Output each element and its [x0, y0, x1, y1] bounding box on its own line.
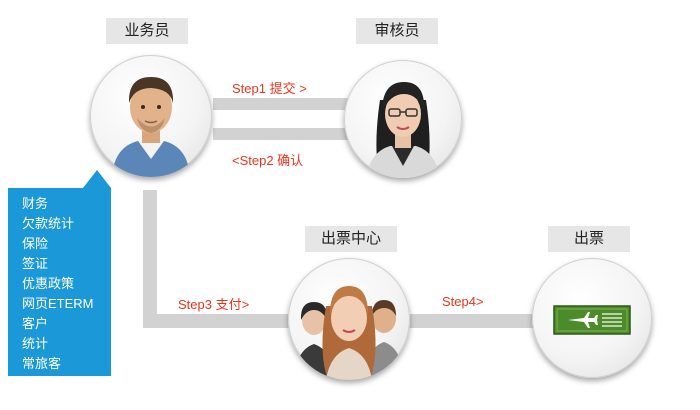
menu-bubble-tail: [83, 170, 111, 188]
feature-menu: 财务 欠款统计 保险 签证 优惠政策 网页ETERM 客户 统计 常旅客: [8, 188, 111, 376]
menu-item-visa[interactable]: 签证: [22, 256, 49, 271]
menu-item-statistics[interactable]: 统计: [22, 336, 49, 351]
menu-item-frequent-flyer[interactable]: 常旅客: [22, 356, 62, 371]
auditor-avatar: [344, 60, 462, 178]
connector-down: [143, 190, 157, 328]
label-salesperson: 业务员: [106, 18, 188, 44]
ticket-center-avatar: [288, 258, 410, 380]
label-ticket-center: 出票中心: [305, 226, 397, 252]
group-people-icon: [294, 286, 404, 380]
menu-item-arrears-stats[interactable]: 欠款统计: [22, 216, 75, 231]
step3-label: Step3 支付>: [178, 297, 250, 312]
menu-item-customer[interactable]: 客户: [22, 316, 49, 331]
menu-item-insurance[interactable]: 保险: [22, 236, 49, 251]
salesperson-avatar: [90, 55, 212, 177]
connector-step2: [213, 128, 349, 140]
menu-item-web-eterm[interactable]: 网页ETERM: [22, 296, 94, 311]
menu-item-finance[interactable]: 财务: [22, 196, 49, 211]
menu-item-discount-policy[interactable]: 优惠政策: [22, 276, 75, 291]
step4-label: Step4>: [442, 294, 484, 309]
connector-step3: [143, 314, 293, 328]
airplane-ticket-icon: [553, 305, 631, 335]
ticketing-avatar: [532, 258, 652, 378]
step2-label: <Step2 确认: [232, 153, 304, 168]
label-auditor: 审核员: [356, 18, 438, 44]
connector-step4: [404, 314, 540, 328]
label-ticketing: 出票: [548, 226, 630, 252]
female-person-icon: [366, 82, 440, 178]
male-person-icon: [112, 77, 190, 177]
connector-step1: [213, 98, 349, 110]
step1-label: Step1 提交 >: [232, 81, 307, 96]
